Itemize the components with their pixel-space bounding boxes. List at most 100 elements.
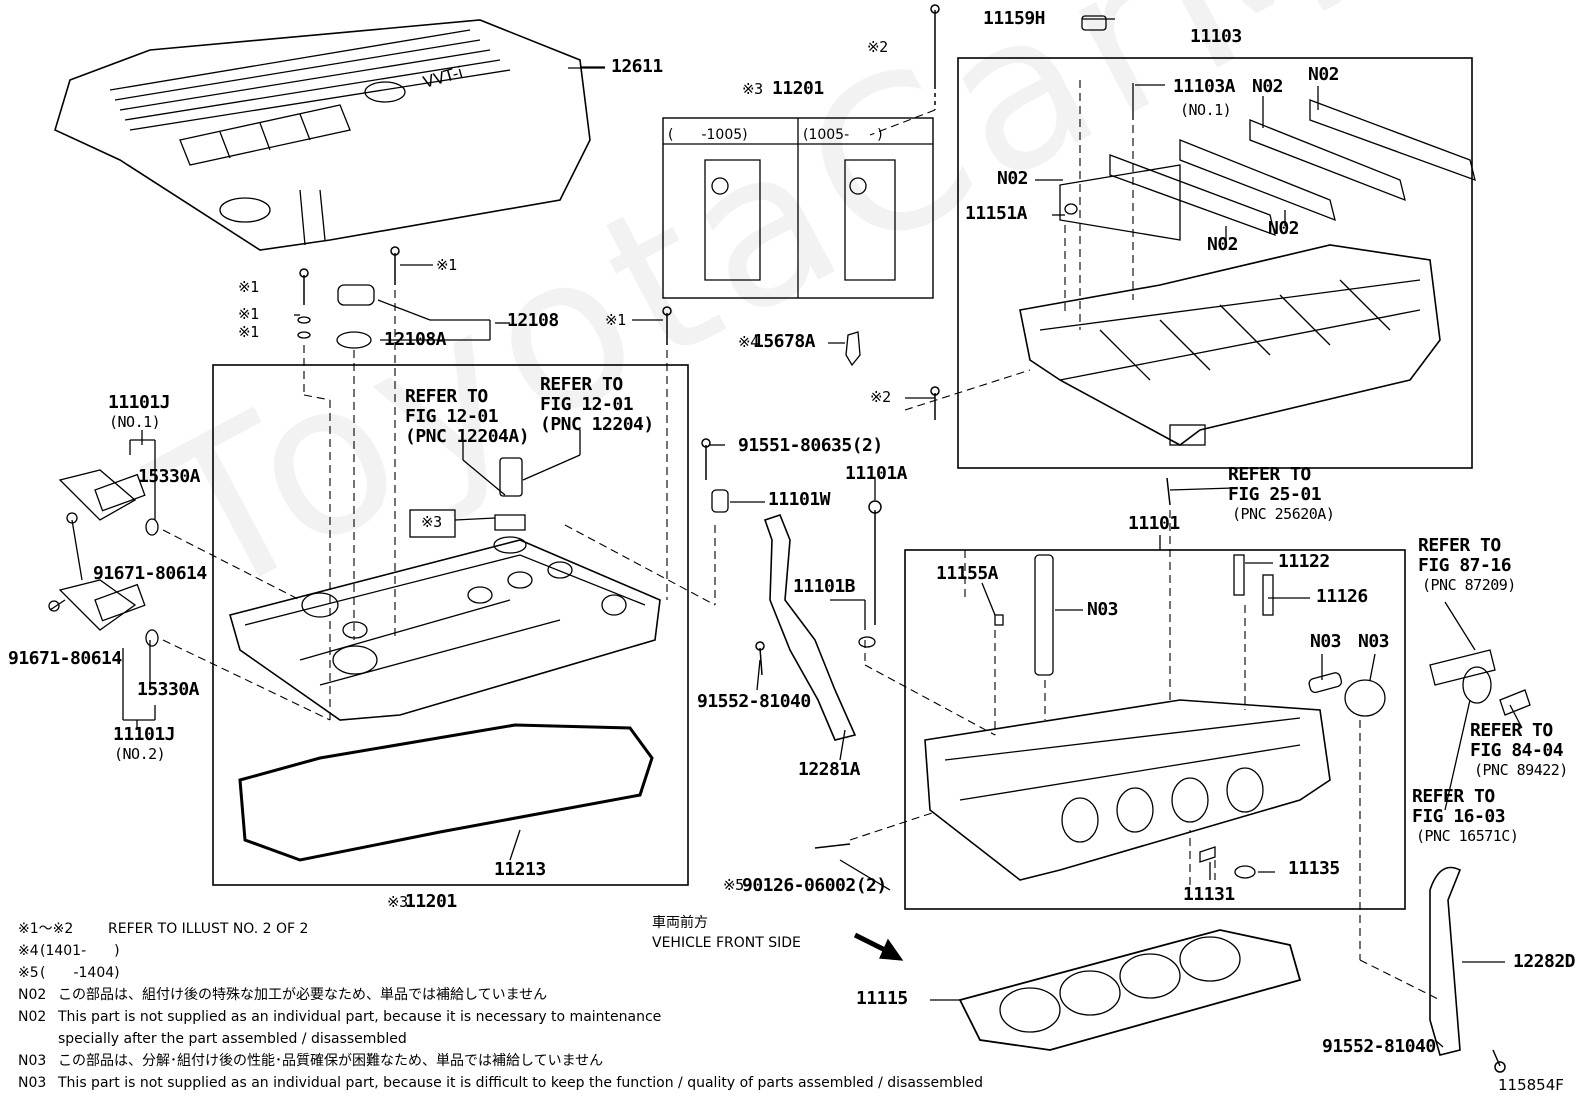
mark-1-c: ※1: [238, 323, 259, 341]
part-91551-80635: 91551-80635(2): [738, 435, 883, 456]
part-11159H: 11159H: [983, 8, 1046, 29]
note-text: (1401- ): [40, 943, 120, 959]
svg-text:VVT-i: VVT-i: [421, 62, 465, 91]
refer2-line2: FIG 12-01: [540, 394, 634, 415]
part-11213: 11213: [494, 859, 546, 880]
part-12108: 12108: [507, 310, 559, 331]
note-key: ※1～※2: [18, 921, 74, 937]
part-11201-bottom: 11201: [405, 891, 457, 912]
part-11103A-sub: (NO.1): [1180, 101, 1232, 119]
head-cover-drawing: [229, 457, 661, 721]
n02-e: N02: [1268, 218, 1300, 239]
part-11101J-2: 11101J: [113, 724, 176, 745]
note-key: N02: [18, 1009, 47, 1025]
part-12611: 12611: [611, 56, 663, 77]
part-15330A-1: 15330A: [138, 466, 201, 487]
mark-1-b: ※1: [238, 305, 259, 323]
m3-box: [409, 509, 456, 538]
refer6-line2: FIG 16-03: [1412, 806, 1506, 827]
head-gasket-drawing: [958, 929, 1302, 1051]
part-91671-80614-b: 91671-80614: [8, 648, 122, 669]
mark-3-box: ※3: [421, 513, 442, 531]
part-11101: 11101: [1128, 513, 1180, 534]
head-cover-gasket-drawing: [238, 723, 654, 862]
part-11101J-1-sub: (NO.1): [109, 413, 161, 431]
part-12281A: 12281A: [798, 759, 861, 780]
part-11101B: 11101B: [793, 576, 856, 597]
period-a: ( -1005): [668, 127, 748, 143]
n03-c: N03: [1358, 631, 1390, 652]
part-11103: 11103: [1190, 26, 1242, 47]
part-12282D: 12282D: [1513, 951, 1576, 972]
head-cover-frame: [212, 364, 689, 886]
part-90126-06002: 90126-06002(2): [742, 875, 887, 896]
refer4-line1: REFER TO: [1418, 535, 1501, 556]
note-key: N03: [18, 1053, 47, 1069]
figure-id: 115854F: [1498, 1076, 1564, 1094]
note-text: specially after the part assembled / dis…: [58, 1031, 407, 1047]
part-91552-81040-b: 91552-81040: [1322, 1036, 1436, 1057]
camshaft-housing-drawing: [1019, 15, 1476, 446]
mark-5: ※5: [723, 876, 744, 894]
refer3-line1: REFER TO: [1228, 464, 1311, 485]
part-11115: 11115: [856, 988, 908, 1009]
n03-a: N03: [1087, 599, 1119, 620]
n02-a: N02: [1252, 76, 1284, 97]
part-11151A: 11151A: [965, 203, 1028, 224]
n02-d: N02: [1207, 234, 1239, 255]
mark-2-mid: ※2: [870, 388, 891, 406]
part-11101A: 11101A: [845, 463, 908, 484]
note-key: N02: [18, 987, 47, 1003]
refer1-line2: FIG 12-01: [405, 406, 499, 427]
refer6-line3: (PNC 16571C): [1416, 827, 1519, 845]
refer3-line2: FIG 25-01: [1228, 484, 1322, 505]
part-11122: 11122: [1278, 551, 1330, 572]
part-11126: 11126: [1316, 586, 1368, 607]
engine-cover-drawing: VVT-i: [54, 19, 591, 251]
refer4-line3: (PNC 87209): [1422, 576, 1516, 594]
note-text: この部品は、分解･組付け後の性能･品質確保が困難なため、単品では補給していません: [58, 1053, 604, 1069]
part-12108A: 12108A: [384, 329, 447, 350]
ocv-drawing: [48, 469, 159, 647]
part-91552-81040-a: 91552-81040: [697, 691, 811, 712]
period-b: (1005- ): [803, 127, 883, 143]
mark-3-top: ※3: [742, 80, 763, 98]
n03-b: N03: [1310, 631, 1342, 652]
note-key: ※4: [18, 943, 39, 959]
mark-1-a: ※1: [238, 278, 259, 296]
cylinder-head-drawing: [858, 554, 1531, 881]
part-11101J-1: 11101J: [108, 392, 171, 413]
note-text: REFER TO ILLUST NO. 2 OF 2: [108, 921, 309, 937]
camshaft-housing-frame: [957, 57, 1473, 469]
part-11135: 11135: [1288, 858, 1340, 879]
refer1-line3: (PNC 12204A): [405, 426, 530, 447]
part-91671-80614-a: 91671-80614: [93, 563, 207, 584]
mark-2-top: ※2: [867, 38, 888, 56]
vehicle-front-en: VEHICLE FRONT SIDE: [652, 935, 801, 951]
note-text: This part is not supplied as an individu…: [58, 1075, 984, 1091]
vehicle-front-jp: 車両前方: [652, 915, 708, 931]
bolts-drawing: [299, 4, 1506, 1073]
cylinder-head-frame: [904, 549, 1406, 910]
refer5-line2: FIG 84-04: [1470, 740, 1564, 761]
refer2-line3: (PNC 12204): [540, 414, 654, 435]
note-key: N03: [18, 1075, 47, 1091]
part-11201-top: 11201: [772, 78, 824, 99]
refer3-line3: (PNC 25620A): [1232, 505, 1335, 523]
note-text: ( -1404): [40, 965, 120, 981]
part-11155A: 11155A: [936, 563, 999, 584]
note-text: この部品は、組付け後の特殊な加工が必要なため、単品では補給していません: [58, 987, 548, 1003]
refer5-line1: REFER TO: [1470, 720, 1553, 741]
part-11103A: 11103A: [1173, 76, 1236, 97]
n02-c: N02: [997, 168, 1029, 189]
refer2-line1: REFER TO: [540, 374, 623, 395]
refer6-line1: REFER TO: [1412, 786, 1495, 807]
part-11101W: 11101W: [768, 489, 831, 510]
part-11131: 11131: [1183, 884, 1235, 905]
part-11101J-2-sub: (NO.2): [114, 745, 166, 763]
note-key: ※5: [18, 965, 39, 981]
part-15678A: 15678A: [753, 331, 816, 352]
refer4-line2: FIG 87-16: [1418, 555, 1512, 576]
